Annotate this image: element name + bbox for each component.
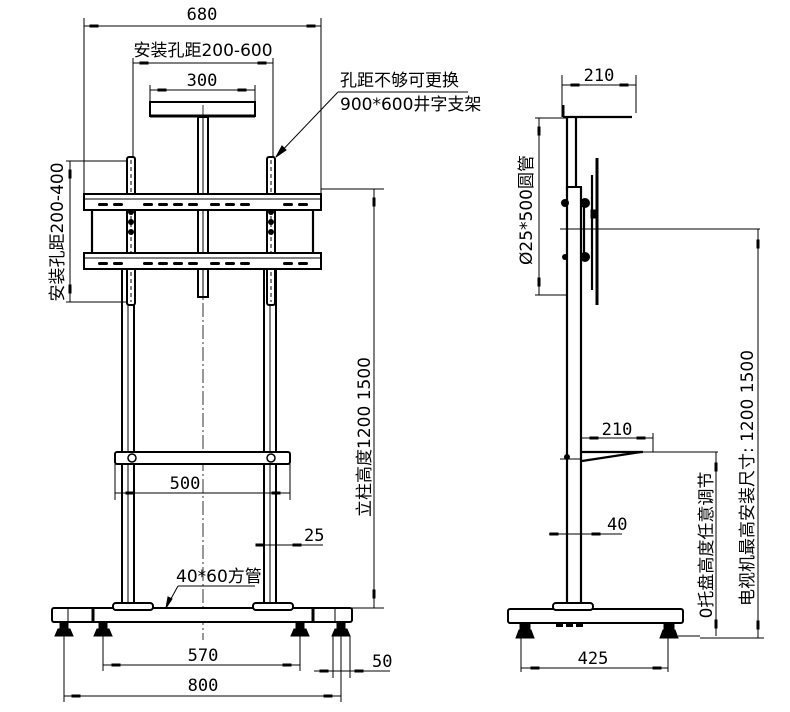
dim-hole-spacing-h: 安装孔距200-600 xyxy=(132,41,274,160)
side-view: 210 Ø25*500圆管 xyxy=(507,66,764,672)
foot-1 xyxy=(54,621,74,637)
dim-50-label: 50 xyxy=(372,652,392,672)
foot-4 xyxy=(331,621,351,637)
side-base xyxy=(507,602,700,639)
dim-round-tube: Ø25*500圆管 xyxy=(517,117,567,296)
side-column xyxy=(565,186,583,608)
side-shelf: 210 xyxy=(560,420,718,463)
dim-680: 680 xyxy=(83,5,322,200)
foot-2 xyxy=(93,621,113,637)
side-foot-2 xyxy=(659,622,679,639)
dim-50: 50 xyxy=(314,636,392,678)
dim-40-label: 40 xyxy=(607,515,627,535)
dim-500: 500 xyxy=(114,464,291,500)
dim-tray-height: 0托盘高度任意调节 xyxy=(697,452,718,636)
dim-tv-height: 电视机最高安装尺寸: 1200 1500 xyxy=(700,229,764,639)
front-base xyxy=(51,602,353,623)
dim-300-label: 300 xyxy=(187,71,218,91)
square-tube-callout: 40*60方管 xyxy=(165,567,262,609)
dim-570: 570 xyxy=(102,636,301,671)
side-tv-bracket xyxy=(561,158,599,305)
front-feet xyxy=(54,621,351,637)
note-line-1: 孔距不够可更换 xyxy=(340,71,459,91)
middle-shelf xyxy=(114,451,291,465)
side-top-tray xyxy=(561,105,632,119)
dim-25-label: 25 xyxy=(304,526,324,546)
dim-hole-spacing-v-label: 安装孔距200-400 xyxy=(48,162,68,301)
dim-hole-spacing-v: 安装孔距200-400 xyxy=(48,160,128,303)
dim-top-210: 210 xyxy=(561,66,637,113)
note-replace-bracket: 孔距不够可更换 900*600井字支架 xyxy=(275,71,481,158)
dim-300: 300 xyxy=(149,71,256,102)
dim-top-210-label: 210 xyxy=(584,66,615,86)
dim-hole-spacing-h-label: 安装孔距200-600 xyxy=(133,41,272,61)
dim-425: 425 xyxy=(520,638,669,672)
dim-tv-height-label: 电视机最高安装尺寸: 1200 1500 xyxy=(738,350,758,606)
dim-25: 25 xyxy=(255,526,324,547)
columns xyxy=(121,261,277,608)
front-view: 680 安装孔距200-600 300 xyxy=(48,5,481,702)
dim-800: 800 xyxy=(63,636,342,702)
dim-570-label: 570 xyxy=(188,646,219,666)
foot-3 xyxy=(290,621,310,637)
dim-800-label: 800 xyxy=(188,676,219,696)
dim-425-label: 425 xyxy=(578,649,609,669)
dim-round-tube-label: Ø25*500圆管 xyxy=(517,155,537,265)
dim-500-label: 500 xyxy=(170,474,201,494)
dim-column-height-label: 立柱高度1200 1500 xyxy=(355,357,375,517)
square-tube-label: 40*60方管 xyxy=(176,567,262,587)
dim-40: 40 xyxy=(549,515,627,536)
round-tube xyxy=(565,117,578,190)
side-foot-1 xyxy=(515,622,535,639)
horizontal-rails xyxy=(83,193,322,270)
dim-shelf-210-label: 210 xyxy=(602,420,633,440)
dim-680-label: 680 xyxy=(187,5,218,25)
dim-tray-height-label: 0托盘高度任意调节 xyxy=(697,472,717,619)
dim-column-height: 立柱高度1200 1500 xyxy=(321,188,384,609)
note-line-2: 900*600井字支架 xyxy=(340,95,481,115)
